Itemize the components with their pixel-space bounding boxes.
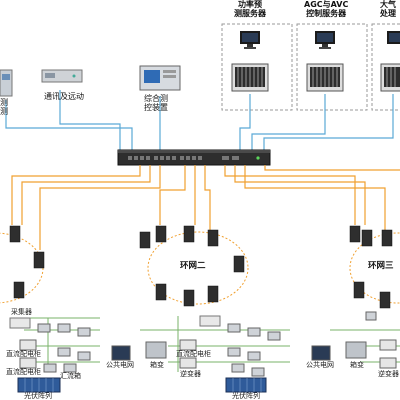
blade-server-icon <box>306 63 344 92</box>
transformer-icon <box>145 341 167 359</box>
collector-icon <box>9 317 31 329</box>
server-label-forecast: 功率预 测服务器 <box>234 0 266 18</box>
blade-servers <box>231 63 400 92</box>
ring-switch-icon <box>33 251 45 269</box>
public-grid-label: 公共电网 <box>306 361 334 369</box>
collector-label: 采集器 <box>11 308 32 316</box>
ring-switch-icon <box>13 281 25 299</box>
ring-switch-icon <box>233 255 245 273</box>
inverter-box-label: 汇流箱 <box>60 372 81 380</box>
server-panel-weather <box>371 23 400 111</box>
ring-label-right: 环网三 <box>368 261 394 271</box>
ring-switch-icon <box>155 225 167 243</box>
combined-device-label: 综合测 控装置 <box>144 94 168 113</box>
server-label-line: 功率预 <box>238 0 262 9</box>
server-label-agc: AGC与AVC 控制服务器 <box>304 0 348 18</box>
server-label-line: 控制服务器 <box>306 9 347 19</box>
ring-switch-icon <box>349 225 361 243</box>
collector-icon <box>199 315 221 327</box>
server-label-weather: 大气 处理 <box>380 0 396 18</box>
monitor-icon <box>387 31 400 44</box>
monitor-icon <box>240 31 260 49</box>
server-panels <box>221 23 400 111</box>
ring-switch-icon <box>379 291 391 309</box>
ring-switch-icon <box>207 229 219 247</box>
field-equipment-center <box>111 315 290 393</box>
combined-controller-icon <box>139 65 181 91</box>
left-cut-device-label: 测 测 <box>0 98 8 117</box>
ring-switch-icon <box>207 285 219 303</box>
transformer-label: 箱变 <box>150 361 164 369</box>
server-label-line: 测服务器 <box>234 9 266 19</box>
core-switch-icon <box>117 149 271 166</box>
comm-device-label: 通讯及远动 <box>44 92 84 101</box>
ring-label-center: 环网二 <box>180 261 206 271</box>
server-label-line: 处理 <box>380 9 396 19</box>
blade-server-icon <box>231 63 269 92</box>
field-equipment-right <box>311 311 400 369</box>
solar-panel-icon <box>225 377 267 393</box>
ring-switch-icon <box>361 229 373 247</box>
transformer-icon <box>345 341 367 359</box>
top-devices <box>0 65 181 97</box>
comm-rack-icon <box>41 69 83 83</box>
monitors <box>240 31 400 49</box>
inverter-label: 逆变器 <box>180 370 201 378</box>
ring-switch-icon <box>353 281 365 299</box>
pv-array-label: 光伏阵列 <box>24 392 52 400</box>
ethernet-links <box>5 90 394 152</box>
ring-switch-icon <box>155 283 167 301</box>
combiner-label: 直流配电柜 <box>176 350 211 358</box>
blade-server-icon <box>380 63 400 92</box>
server-label-line: 大气 <box>380 0 396 9</box>
server-label-line: AGC与AVC <box>304 0 349 9</box>
pv-array-label: 光伏阵列 <box>232 392 260 400</box>
left-cut-device-icon <box>0 69 13 97</box>
monitor-icon <box>315 31 335 49</box>
solar-panel-icon <box>17 377 61 393</box>
grid-screen-icon <box>311 345 331 361</box>
ring-switch-icon <box>381 229 393 247</box>
grid-screen-icon <box>111 345 131 361</box>
server-panel-agc <box>296 23 368 111</box>
ring-switch-icon <box>183 225 195 243</box>
inverter-label: 逆变器 <box>378 370 399 378</box>
camera-icon <box>365 311 377 321</box>
ring-switch-icon <box>9 225 21 243</box>
server-panel-forecast <box>221 23 293 111</box>
transformer-label: 箱变 <box>350 361 364 369</box>
ring-switch-icon <box>183 289 195 307</box>
ring-switch-icon <box>139 231 151 249</box>
combiner-label: 直流配电柜 <box>6 350 41 358</box>
combiner-label: 直流配电柜 <box>6 368 41 376</box>
field-equipment-left <box>9 317 100 393</box>
public-grid-label: 公共电网 <box>106 361 134 369</box>
fiber-links <box>11 165 400 250</box>
ring-switches <box>9 225 393 309</box>
